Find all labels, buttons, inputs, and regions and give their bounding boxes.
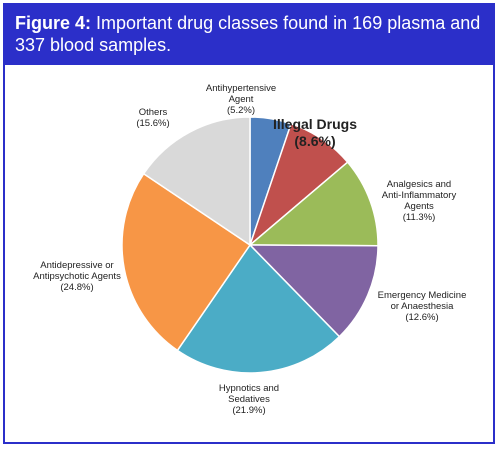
slice-name-line: Antidepressive or bbox=[40, 260, 113, 271]
slice-name-line: Antipsychotic Agents bbox=[33, 271, 121, 282]
slice-name-line: Sedatives bbox=[228, 394, 270, 405]
figure-header: Figure 4: Important drug classes found i… bbox=[5, 5, 493, 65]
slice-name-line: Agent bbox=[229, 94, 254, 105]
slice-name-line: Others bbox=[139, 107, 168, 118]
pie-slices bbox=[121, 116, 379, 374]
slice-percent: (21.9%) bbox=[232, 405, 265, 416]
slice-name-line: Analgesics and bbox=[387, 179, 451, 190]
slice-percent: (15.6%) bbox=[136, 118, 169, 129]
slice-percent: (5.2%) bbox=[227, 105, 255, 116]
slice-percent: (12.6%) bbox=[405, 312, 438, 323]
slice-name-line: Illegal Drugs bbox=[273, 116, 357, 132]
slice-name-line: Antihypertensive bbox=[206, 83, 276, 94]
slice-name-line: Hypnotics and bbox=[219, 383, 279, 394]
pie-slice bbox=[248, 244, 379, 338]
pie-slice bbox=[247, 161, 379, 247]
slice-percent: (24.8%) bbox=[60, 282, 93, 293]
pie-slice bbox=[142, 116, 251, 247]
slice-name-line: or Anaesthesia bbox=[391, 301, 455, 312]
figure-title: Important drug classes found in 169 plas… bbox=[15, 13, 481, 55]
figure-label: Figure 4: bbox=[15, 13, 92, 33]
slice-name-line: Agents bbox=[404, 201, 434, 212]
slice-percent: (8.6%) bbox=[294, 133, 335, 149]
pie-slice bbox=[121, 172, 252, 352]
slice-label: Illegal Drugs(8.6%) bbox=[273, 116, 357, 149]
slice-percent: (11.3%) bbox=[403, 212, 436, 223]
figure-panel: Figure 4: Important drug classes found i… bbox=[3, 3, 495, 444]
pie-slice bbox=[176, 243, 341, 374]
slice-name-line: Anti-Inflammatory bbox=[382, 190, 457, 201]
slice-name-line: Emergency Medicine bbox=[378, 290, 467, 301]
slice-label: Others(15.6%) bbox=[136, 107, 169, 129]
